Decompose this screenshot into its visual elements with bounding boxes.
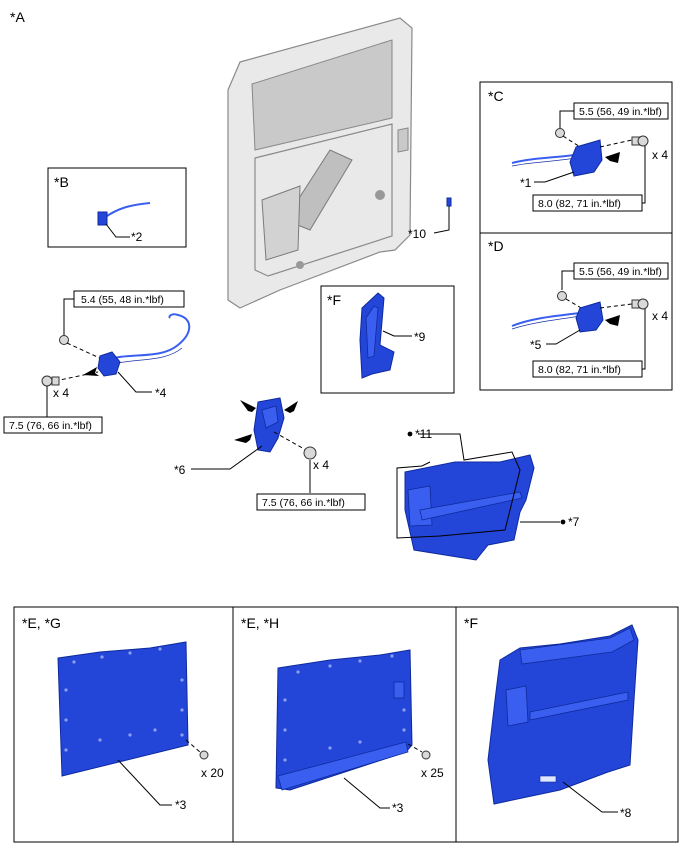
panel-b-label: *B (54, 174, 69, 190)
panel-c-label: *C (488, 88, 504, 104)
panel-d-torque-top: 5.5 (56, 49 in.*lbf) (579, 266, 662, 278)
part-10-clip: *10 (408, 197, 452, 241)
panel-d: *D 5.5 (56, 49 in.*lbf) x 4 8.0 (82, 71 … (488, 238, 669, 378)
part-2-label: *2 (131, 230, 143, 244)
part-7-label: *7 (568, 515, 580, 529)
left-torque-top: 5.4 (55, 48 in.*lbf) (81, 294, 164, 306)
panel-eg-label: *E, *G (22, 615, 61, 631)
panel-b: *B *2 (47, 167, 187, 248)
panel-eh-label: *E, *H (241, 615, 279, 631)
panel-f-small-label: *F (327, 292, 341, 308)
panel-cd (479, 81, 673, 391)
panel-f-large: *F *8 (464, 615, 639, 820)
part-11-label: *11 (415, 427, 432, 441)
panel-eh-part-label: *3 (392, 801, 404, 815)
panel-c-torque-top: 5.5 (56, 49 in.*lbf) (579, 106, 662, 118)
part-5-label: *5 (530, 338, 542, 352)
left-count: x 4 (53, 386, 69, 400)
panel-d-label: *D (488, 238, 504, 254)
center-lock-assembly: x 4 7.5 (76, 66 in.*lbf) *6 (174, 397, 366, 511)
part-10-label: *10 (408, 227, 426, 241)
part-1-label: *1 (520, 176, 532, 190)
panel-eg: *E, *G x 20 *3 (22, 615, 224, 812)
center-torque: 7.5 (76, 66 in.*lbf) (262, 497, 345, 509)
panel-c-count: x 4 (652, 148, 668, 162)
part-9-label: *9 (414, 330, 426, 344)
panel-c: *C 5.5 (56, 49 in.*lbf) x 4 8.0 (82, 71 … (488, 88, 669, 212)
panel-eg-part-label: *3 (175, 798, 187, 812)
panel-f-small: *F *9 (320, 285, 455, 394)
panel-eh: *E, *H x 25 *3 (241, 615, 444, 815)
figure-label: *A (10, 9, 25, 25)
panel-eh-count: x 25 (421, 766, 444, 780)
bottom-panels (13, 606, 679, 843)
panel-d-torque-bottom: 8.0 (82, 71 in.*lbf) (538, 364, 621, 376)
part-6-label: *6 (174, 463, 186, 477)
sliding-door-illustration (227, 17, 413, 309)
panel-f-large-label: *F (464, 615, 478, 631)
panel-eg-count: x 20 (201, 766, 224, 780)
left-torque-bottom: 7.5 (76, 66 in.*lbf) (9, 420, 92, 432)
panel-d-count: x 4 (652, 309, 668, 323)
center-count: x 4 (313, 458, 329, 472)
part-4-label: *4 (155, 386, 167, 400)
trim-panel-assembly: *11 *7 (396, 427, 580, 561)
panel-c-torque-bottom: 8.0 (82, 71 in.*lbf) (538, 198, 621, 210)
left-lock-assembly: 5.4 (55, 48 in.*lbf) x 4 7.5 (76, 66 in.… (3, 290, 191, 434)
part-8-label: *8 (620, 806, 632, 820)
